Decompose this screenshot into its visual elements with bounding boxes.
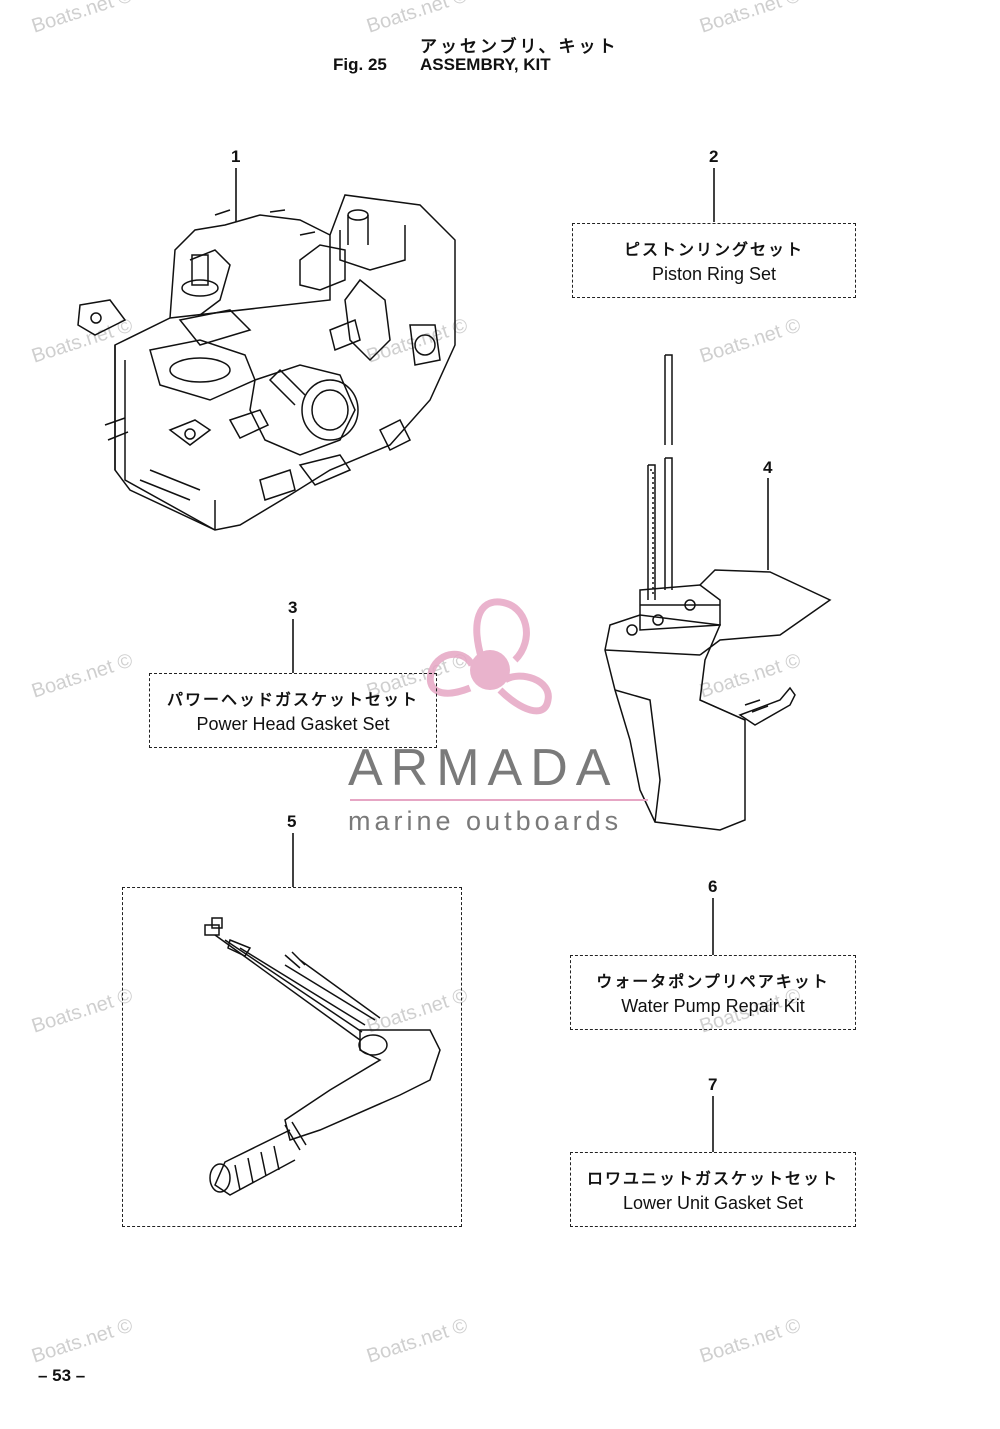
- armada-logo-name: ARMADA: [348, 739, 619, 797]
- kit-box-water-pump-repair-kit: ウォータポンプリペアキット Water Pump Repair Kit: [570, 955, 856, 1030]
- tiller-handle-box: [122, 887, 462, 1227]
- part-number-6: 6: [708, 877, 718, 896]
- armada-logo-icon: [426, 598, 552, 715]
- kit-name-jp: パワーヘッドガスケットセット: [166, 690, 419, 709]
- kit-box-power-head-gasket-set: パワーヘッドガスケットセット Power Head Gasket Set: [149, 673, 437, 748]
- kit-box-lower-unit-gasket-set: ロワユニットガスケットセット Lower Unit Gasket Set: [570, 1152, 856, 1227]
- kit-box-piston-ring-set: ピストンリングセット Piston Ring Set: [572, 223, 856, 298]
- part-number-1: 1: [231, 147, 241, 166]
- kit-name-en: Lower Unit Gasket Set: [622, 1193, 804, 1213]
- part-number-2: 2: [709, 147, 719, 166]
- kit-name-en: Water Pump Repair Kit: [621, 996, 805, 1016]
- part-number-7: 7: [708, 1075, 718, 1094]
- kit-name-en: Power Head Gasket Set: [196, 714, 390, 734]
- figure-title: ASSEMBRY, KIT: [420, 55, 551, 74]
- armada-logo-tagline: marine outboards: [348, 806, 623, 836]
- kit-name-en: Piston Ring Set: [651, 264, 777, 284]
- part-number-3: 3: [288, 598, 298, 617]
- power-head-drawing: [77, 194, 456, 531]
- figure-title-jp: アッセンブリ、キット: [420, 37, 619, 57]
- kit-name-jp: ウォータポンプリペアキット: [596, 972, 830, 991]
- lower-unit-drawing: [604, 354, 832, 831]
- tiller-handle-drawing: [204, 917, 441, 1196]
- figure-number: Fig. 25: [333, 55, 387, 74]
- kit-name-jp: ロワユニットガスケットセット: [586, 1169, 839, 1188]
- kit-name-jp: ピストンリングセット: [623, 240, 804, 259]
- page-number: – 53 –: [38, 1366, 86, 1385]
- part-number-4: 4: [763, 458, 773, 477]
- part-number-5: 5: [287, 812, 297, 831]
